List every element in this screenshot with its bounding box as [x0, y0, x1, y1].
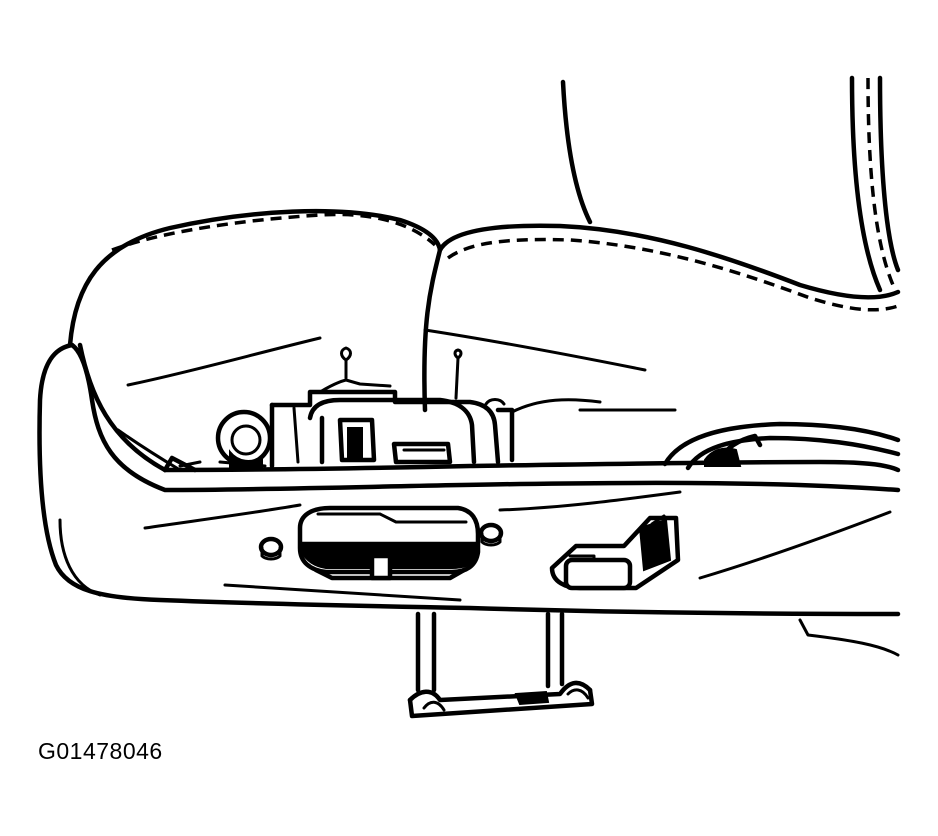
rear-cushion-bolster [422, 223, 901, 413]
recliner-switch [549, 514, 681, 591]
seat-riser [407, 611, 900, 719]
power-seat-switch [297, 505, 481, 581]
side-shield [37, 342, 901, 617]
seat-back [560, 75, 901, 293]
mounting-screws [258, 522, 504, 561]
recliner-opening [662, 421, 901, 471]
seat-adjuster-mechanism [162, 346, 677, 473]
figure-id-label: G01478046 [38, 738, 163, 764]
